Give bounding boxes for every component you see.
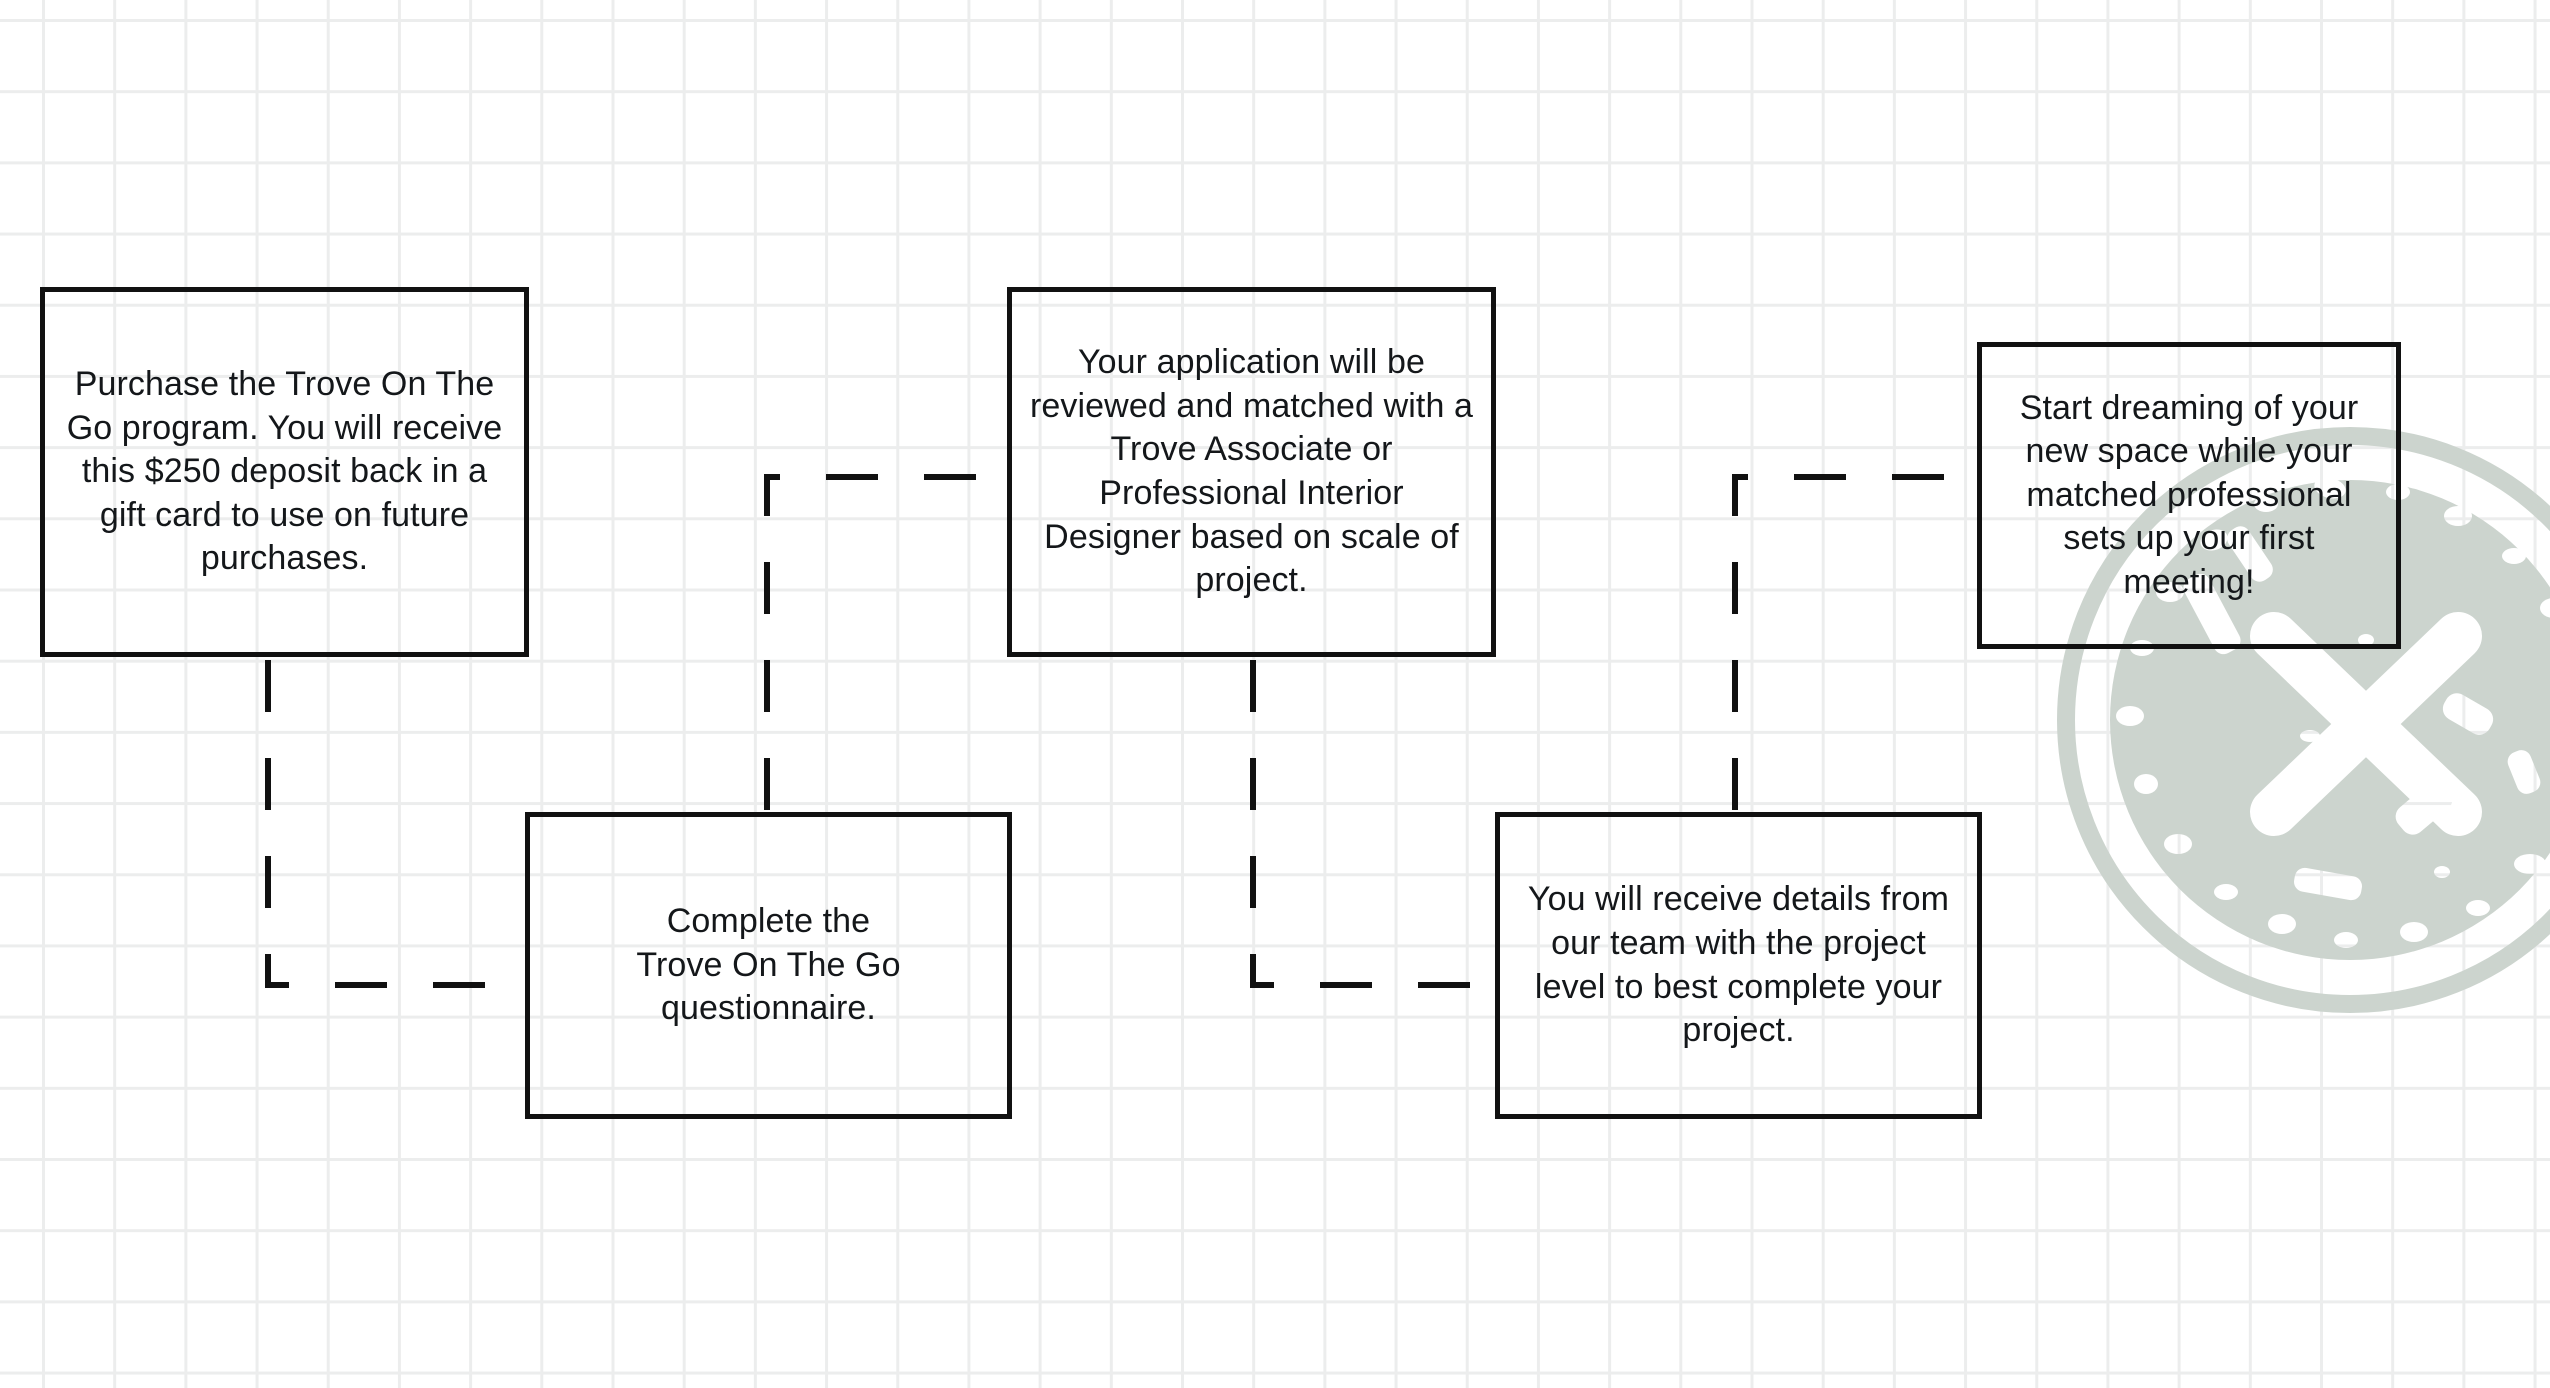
connector-1-to-2	[265, 660, 520, 988]
step-box-3[interactable]: Your application will be reviewed and ma…	[1007, 287, 1496, 657]
connector-4-to-5	[1732, 474, 1973, 810]
step-box-5[interactable]: Start dreaming of your new space while y…	[1977, 342, 2401, 649]
step-box-2[interactable]: Complete the Trove On The Go questionnai…	[525, 812, 1012, 1119]
step-5-text: Start dreaming of your new space while y…	[2019, 388, 2359, 601]
step-box-4[interactable]: You will receive details from our team w…	[1495, 812, 1982, 1119]
step-2-text: Complete the Trove On The Go questionnai…	[636, 902, 901, 1028]
connector-3-to-4	[1250, 660, 1490, 988]
step-3-text: Your application will be reviewed and ma…	[1029, 343, 1474, 600]
step-4-text: You will receive details from our team w…	[1527, 880, 1950, 1050]
connector-2-to-3	[764, 474, 1004, 810]
step-1-text: Purchase the Trove On The Go program. Yo…	[66, 365, 503, 578]
step-box-1[interactable]: Purchase the Trove On The Go program. Yo…	[40, 287, 529, 657]
